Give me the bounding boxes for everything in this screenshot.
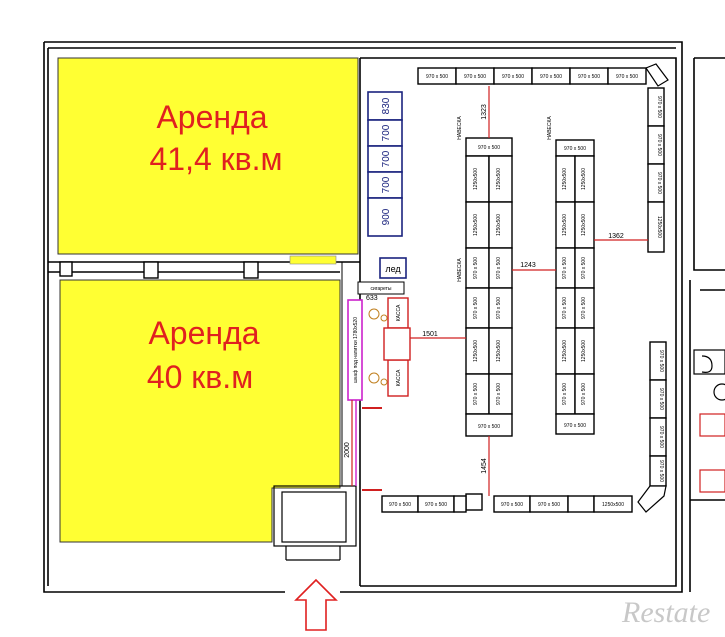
- top-shelf-label-1: 970 x 500: [426, 74, 448, 80]
- top-shelf-label-3: 970 x 500: [502, 74, 524, 80]
- top-shelf-label-4: 970 x 500: [540, 74, 562, 80]
- top-shelves: [417, 67, 647, 85]
- right-shelves-bottom: [649, 341, 667, 487]
- cash-desk-2-label: КАССА: [396, 369, 402, 386]
- right-shelf-label-2: 970 x 500: [656, 134, 662, 156]
- bottom-shelf-label-1: 970 x 500: [389, 502, 411, 508]
- island-a-cap-label-top: 970 x 500: [478, 145, 500, 151]
- right-lower-shelf-label-1: 970 x 500: [658, 350, 664, 372]
- dim-1362: 1362: [608, 233, 624, 240]
- bottom-shelves: [381, 495, 633, 513]
- dimension-lines: [351, 86, 648, 496]
- right-lower-shelf-label-4: 970 x 500: [658, 460, 664, 482]
- right-lower-shelf-label-3: 970 x 500: [658, 426, 664, 448]
- dim-1243: 1243: [520, 262, 536, 269]
- dim-1501: 1501: [422, 331, 438, 338]
- island-a-label-9: 1250x500: [473, 340, 479, 362]
- entrance-arrow-icon: [294, 578, 338, 631]
- rental-2-area: 40 кв.м: [147, 359, 253, 395]
- island-a-label-2: 1250x500: [496, 168, 502, 190]
- island-a-label-10: 1250x500: [496, 340, 502, 362]
- right-shelves-top: [647, 87, 665, 253]
- island-b-label-12: 970 x 500: [581, 383, 587, 405]
- bottom-shelf-label-2: 970 x 500: [425, 502, 447, 508]
- island-b-label-4: 1250x500: [581, 214, 587, 236]
- bottom-shelf-label-5: 1250x500: [602, 502, 624, 508]
- blue-block-830: 830: [381, 97, 392, 114]
- island-a-side-label: НАВЕСКА: [457, 258, 463, 282]
- bottom-shelf-label-3: 970 x 500: [501, 502, 523, 508]
- rental-1-area: 41,4 кв.м: [149, 141, 282, 177]
- island-a-label-4: 1250x500: [496, 214, 502, 236]
- island-b-label-7: 970 x 500: [562, 297, 568, 319]
- blue-block-900: 900: [381, 208, 392, 225]
- top-shelf-label-5: 970 x 500: [578, 74, 600, 80]
- island-b-cap-label-bottom: 970 x 500: [564, 423, 586, 429]
- rental-area-1: [57, 57, 359, 255]
- island-a-cap-label-bottom: 970 x 500: [478, 424, 500, 430]
- island-b: [555, 139, 595, 435]
- island-a-label-11: 970 x 500: [473, 383, 479, 405]
- cash-desk-1-label: КАССА: [396, 304, 402, 321]
- island-b-label-1: 1250x500: [562, 168, 568, 190]
- rental-area-2: [59, 279, 341, 543]
- drinks-cabinet-label: шкаф под напитки 1780x520: [353, 317, 359, 383]
- dim-2000: 2000: [344, 442, 351, 458]
- island-b-label-8: 970 x 500: [581, 297, 587, 319]
- ice-block: [379, 257, 407, 279]
- island-a-hanging: НАВЕСКА: [457, 116, 463, 140]
- entrance-vestibule: [273, 485, 357, 561]
- island-b-label-6: 970 x 500: [581, 257, 587, 279]
- bottom-shelf-label-4: 970 x 500: [538, 502, 560, 508]
- island-b-label-3: 1250x500: [562, 214, 568, 236]
- cash-desks: [383, 297, 411, 397]
- island-b-label-10: 1250x500: [581, 340, 587, 362]
- cashier-chairs: [368, 308, 388, 386]
- island-a-label-12: 970 x 500: [496, 383, 502, 405]
- island-b-label-5: 970 x 500: [562, 257, 568, 279]
- top-shelf-label-2: 970 x 500: [464, 74, 486, 80]
- island-b-hanging: НАВЕСКА: [547, 116, 553, 140]
- dim-1323: 1323: [481, 104, 488, 120]
- ice-label: лед: [385, 264, 401, 274]
- right-lower-shelf-label-2: 970 x 500: [658, 388, 664, 410]
- right-shelf-label-4: 1250x500: [656, 216, 662, 238]
- island-a-label-6: 970 x 500: [496, 257, 502, 279]
- dim-1454: 1454: [481, 458, 488, 474]
- blue-column: [367, 91, 403, 237]
- rental-1-label: Аренда: [156, 99, 267, 135]
- blue-block-700-a: 700: [381, 124, 392, 141]
- island-b-label-9: 1250x500: [562, 340, 568, 362]
- drinks-cabinet: [347, 299, 363, 401]
- island-a: [465, 137, 513, 437]
- right-shelf-label-1: 970 x 500: [656, 96, 662, 118]
- island-b-label-2: 1250x500: [581, 168, 587, 190]
- blue-block-700-b: 700: [381, 150, 392, 167]
- island-a-label-1: 1250x500: [473, 168, 479, 190]
- dim-633: 633: [366, 295, 378, 302]
- island-a-label-5: 970 x 500: [473, 257, 479, 279]
- island-a-label-3: 1250x500: [473, 214, 479, 236]
- rental-2-label: Аренда: [148, 315, 259, 351]
- island-b-cap-label-top: 970 x 500: [564, 146, 586, 152]
- right-room-fixtures: [693, 349, 725, 401]
- blue-block-700-c: 700: [381, 176, 392, 193]
- right-shelf-label-3: 970 x 500: [656, 172, 662, 194]
- island-b-label-11: 970 x 500: [562, 383, 568, 405]
- top-shelf-label-6: 970 x 500: [616, 74, 638, 80]
- cigarettes-label: сигареты: [370, 286, 391, 292]
- island-a-label-8: 970 x 500: [496, 297, 502, 319]
- watermark: Restate: [621, 596, 710, 629]
- island-a-label-7: 970 x 500: [473, 297, 479, 319]
- right-room-red-marks: [699, 413, 725, 493]
